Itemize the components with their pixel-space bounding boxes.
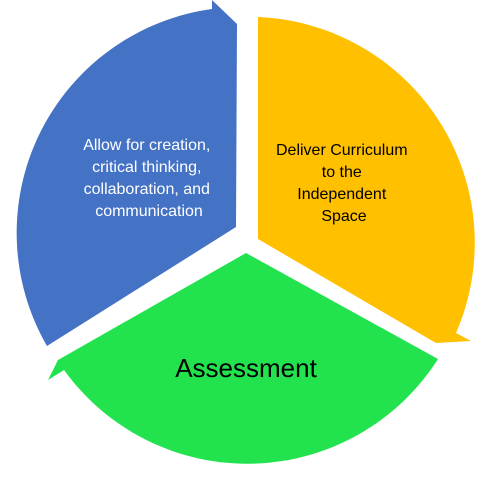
segment-creation-label: Allow for creation, critical thinking, c…	[83, 137, 215, 220]
segment-assessment-line-1: Assessment	[175, 353, 317, 383]
segment-creation-shape	[16, 0, 237, 346]
segment-curriculum-line-2: to the	[322, 164, 362, 181]
segment-creation-line-2: critical thinking,	[92, 159, 201, 176]
segment-curriculum-shape	[258, 17, 475, 343]
segment-assessment-label: Assessment	[175, 353, 317, 383]
segment-creation-line-1: Allow for creation,	[83, 137, 210, 154]
segment-curriculum-line-3: Independent	[297, 186, 387, 203]
segment-curriculum-line-4: Space	[321, 208, 366, 225]
segment-curriculum-line-1: Deliver Curriculum	[276, 142, 408, 159]
segment-curriculum-label: Deliver Curriculum to the Independent Sp…	[276, 142, 412, 225]
segment-curriculum: Deliver Curriculum to the Independent Sp…	[258, 17, 475, 343]
segment-creation-line-3: collaboration, and	[84, 181, 210, 198]
segment-assessment-shape	[48, 253, 438, 464]
segment-creation-line-4: communication	[95, 203, 203, 220]
segment-assessment: Assessment	[48, 253, 438, 464]
segment-creation: Allow for creation, critical thinking, c…	[16, 0, 237, 346]
